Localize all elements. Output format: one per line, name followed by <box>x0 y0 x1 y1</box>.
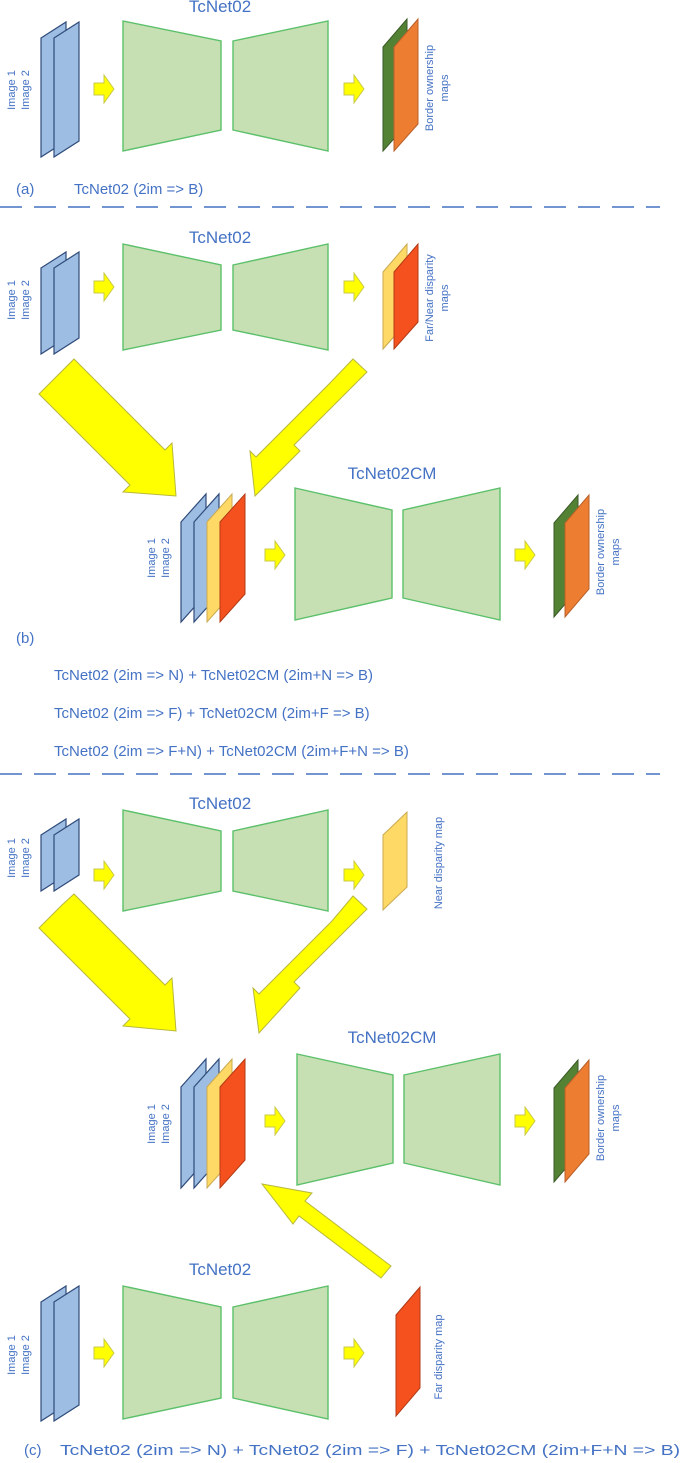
image2-label: Image 2 <box>160 538 172 578</box>
decoder-block <box>402 487 501 621</box>
panel-b-caption-1: TcNet02 (2im => N) + TcNet02CM (2im+N =>… <box>54 667 373 684</box>
maps-label: maps <box>610 1104 622 1131</box>
large-arrow <box>38 358 177 497</box>
encoder-block <box>122 1285 222 1420</box>
panel-b-letter: (b) <box>16 630 34 647</box>
flow-arrow <box>514 539 536 571</box>
flow-arrow <box>93 1337 115 1369</box>
large-arrow <box>252 895 368 1035</box>
decoder-block <box>232 809 329 912</box>
image1-label: Image 1 <box>6 1335 18 1375</box>
flow-arrow <box>264 539 286 571</box>
tcnet02cm-title: TcNet02CM <box>348 1028 437 1047</box>
panel-b-caption-3: TcNet02 (2im => F+N) + TcNet02CM (2im+F+… <box>54 743 409 760</box>
maps-label: maps <box>610 538 622 565</box>
encoder-block <box>122 243 222 351</box>
encoder-block <box>296 1053 394 1186</box>
border-ownership-label: Border ownership <box>424 45 436 131</box>
border-ownership-label: Border ownership <box>595 1075 607 1161</box>
flow-arrow <box>93 271 115 303</box>
large-arrow <box>38 893 177 1032</box>
far-disparity-map <box>395 1285 421 1418</box>
decoder-block <box>232 20 329 152</box>
image2-label: Image 2 <box>20 1335 32 1375</box>
tcnet02-title: TcNet02 <box>189 794 251 813</box>
maps-label: maps <box>439 284 451 311</box>
image2-label: Image 2 <box>160 1104 172 1144</box>
panel-a: Image 1 Image 2 TcNet02 Border ownership… <box>6 0 451 198</box>
image1-label: Image 1 <box>6 70 18 110</box>
flow-arrow <box>343 73 365 105</box>
input-image-stack <box>40 20 80 159</box>
far-near-disparity-label: Far/Near disparity <box>424 254 436 342</box>
maps-label: maps <box>439 74 451 101</box>
flow-arrow <box>343 859 365 891</box>
tcnet02-title: TcNet02 <box>189 228 251 247</box>
combined-input-stack <box>180 1057 246 1190</box>
border-ownership-maps <box>553 1058 590 1184</box>
image2-label: Image 2 <box>20 838 32 878</box>
encoder-block <box>122 20 222 152</box>
large-arrow <box>249 358 368 498</box>
image1-label: Image 1 <box>146 1104 158 1144</box>
flow-arrow <box>343 271 365 303</box>
border-ownership-label: Border ownership <box>595 509 607 595</box>
panel-c-letter: (c) <box>24 1442 42 1459</box>
input-image-stack <box>40 250 80 356</box>
decoder-block <box>232 1285 329 1420</box>
image1-label: Image 1 <box>146 538 158 578</box>
combined-input-stack <box>180 492 246 624</box>
image2-label: Image 2 <box>20 280 32 320</box>
panel-a-caption: TcNet02 (2im => B) <box>74 181 203 198</box>
tcnet02-title: TcNet02 <box>189 0 251 16</box>
far-disparity-map-label: Far disparity map <box>433 1315 445 1400</box>
image1-label: Image 1 <box>6 838 18 878</box>
encoder-block <box>122 809 222 912</box>
flow-arrow <box>264 1105 286 1137</box>
decoder-block <box>403 1053 501 1186</box>
flow-arrow <box>514 1105 536 1137</box>
panel-a-letter: (a) <box>16 181 34 198</box>
tcnet02cm-title: TcNet02CM <box>348 464 437 483</box>
image1-label: Image 1 <box>6 280 18 320</box>
large-arrow <box>260 1183 392 1279</box>
panel-b: Image 1 Image 2 TcNet02 Far/Near dispari… <box>6 228 622 760</box>
flow-arrow <box>93 73 115 105</box>
far-near-disparity-maps <box>382 242 419 351</box>
input-image-stack <box>40 817 80 893</box>
tcnet02-title: TcNet02 <box>189 1260 251 1279</box>
decoder-block <box>232 243 329 351</box>
panel-c: Image 1 Image 2 TcNet02 Near disparity m… <box>6 794 680 1459</box>
encoder-block <box>294 487 393 621</box>
panel-c-caption: TcNet02 (2im => N) + TcNet02 (2im => F) … <box>60 1442 680 1459</box>
input-image-stack <box>40 1284 80 1423</box>
panel-b-caption-2: TcNet02 (2im => F) + TcNet02CM (2im+F =>… <box>54 705 370 722</box>
near-disparity-map <box>382 810 408 912</box>
flow-arrow <box>93 859 115 891</box>
border-ownership-maps <box>553 493 590 619</box>
near-disparity-map-label: Near disparity map <box>433 817 445 909</box>
flow-arrow <box>343 1337 365 1369</box>
image2-label: Image 2 <box>20 70 32 110</box>
border-ownership-maps <box>382 17 419 153</box>
